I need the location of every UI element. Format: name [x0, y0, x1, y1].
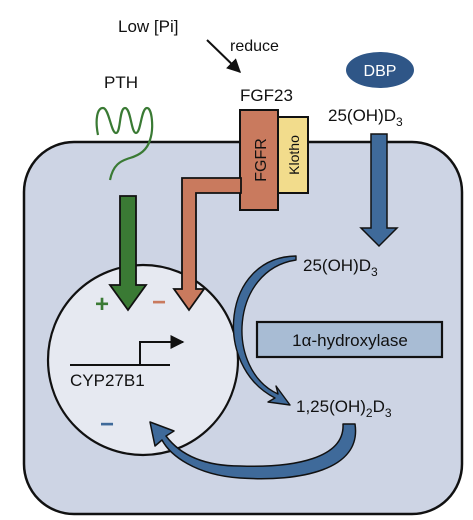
- minus-sign-fgf23: −: [152, 289, 166, 316]
- pth-receptor-icon: [95, 106, 154, 181]
- pth-label: PTH: [104, 73, 138, 92]
- low-pi-arrow: [206, 39, 242, 73]
- reduce-label: reduce: [230, 38, 279, 55]
- conversion-arrow: [232, 255, 297, 406]
- vitd-uptake-arrow: [359, 133, 399, 248]
- enzyme-box: [255, 320, 444, 359]
- product-label: 1,25(OH)2D3: [296, 397, 392, 420]
- cyp27b1-label: CYP27B1: [70, 371, 145, 390]
- fgf23-label: FGF23: [240, 86, 293, 105]
- enzyme-label: 1α-hydroxylase: [292, 331, 408, 350]
- pth-stimulation-arrow: [108, 195, 148, 312]
- dbp-label: DBP: [364, 63, 397, 80]
- klotho-receptor: [277, 116, 309, 194]
- dbp-oval: [346, 52, 414, 88]
- fgfr-label: FGFR: [253, 138, 270, 182]
- minus-sign-feedback: −: [100, 411, 114, 438]
- plus-sign: +: [95, 291, 109, 318]
- low-pi-label: Low [Pi]: [118, 17, 178, 36]
- nucleus: [46, 263, 240, 457]
- transcription-start-arrow: [139, 335, 185, 365]
- fgf23-inhibition-arrow: [172, 177, 242, 312]
- feedback-inhibition-arrow: [149, 421, 357, 480]
- klotho-label: Klotho: [286, 135, 302, 175]
- vitd-inside-label: 25(OH)D3: [303, 256, 378, 279]
- vitd-outside-label: 25(OH)D3: [328, 106, 403, 129]
